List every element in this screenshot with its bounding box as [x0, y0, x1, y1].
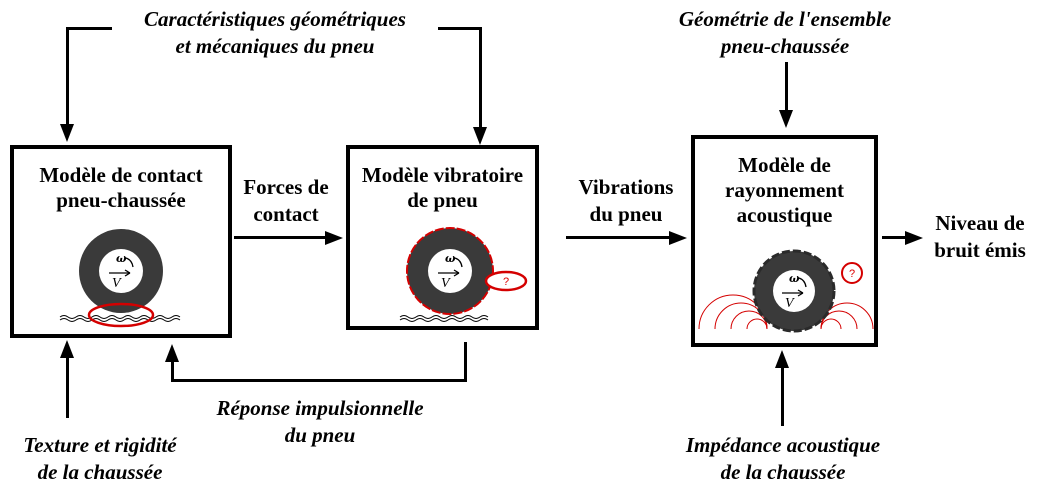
label-tire-vibrations-line1: Vibrations — [578, 175, 674, 199]
arrowhead-tire-vibrations — [669, 231, 687, 245]
arrowhead-to-contact-model — [60, 124, 74, 142]
arrowhead-texture — [60, 340, 74, 358]
velocity-symbol: V — [785, 296, 795, 311]
arrowhead-output — [905, 231, 923, 245]
title-contact-model: Modèle de contact pneu-chaussée — [14, 163, 228, 213]
label-tire-characteristics-line1: Caractéristiques géométriques — [144, 7, 406, 31]
label-tire-road-geometry-line2: pneu-chaussée — [720, 34, 850, 58]
box-vibration-model: Modèle vibratoire de pneu ω V ? — [346, 145, 539, 330]
arrowhead-feedback — [165, 344, 179, 362]
title-radiation-model-line1: Modèle de — [738, 153, 831, 177]
label-road-texture-line2: de la chaussée — [37, 460, 163, 484]
connector-top-left-vertical — [66, 27, 69, 127]
connector-top-left-horizontal — [66, 27, 112, 30]
tire-contact-illustration: ω V — [59, 229, 181, 328]
arrow-tire-vibrations-shaft — [566, 236, 670, 239]
label-contact-forces-line1: Forces de — [243, 175, 329, 199]
label-acoustic-impedance-line2: de la chaussée — [720, 460, 846, 484]
connector-top-right-vertical — [479, 27, 482, 130]
omega-symbol: ω — [116, 252, 127, 265]
tire-radiation-rim — [773, 270, 815, 312]
label-noise-level-line1: Niveau de — [935, 211, 1025, 235]
label-noise-level: Niveau de bruit émis — [924, 210, 1036, 264]
contact-zone-highlight — [87, 302, 155, 328]
omega-symbol: ω — [445, 252, 456, 265]
road-surface — [59, 315, 181, 319]
label-impulse-response-line2: du pneu — [284, 423, 356, 447]
title-vibration-model: Modèle vibratoire de pneu — [350, 163, 535, 213]
title-radiation-model-line2: rayonnement — [725, 178, 844, 202]
question-highlight — [484, 270, 528, 292]
rotation-arrow-icon — [454, 257, 463, 268]
title-vibration-model-line2: de pneu — [407, 188, 478, 212]
velocity-symbol: V — [112, 276, 122, 291]
label-contact-forces-line2: contact — [253, 202, 319, 226]
box-radiation-model: Modèle de rayonnement acoustique ω V ? — [691, 135, 878, 347]
road-surface — [399, 315, 489, 319]
label-acoustic-impedance-line1: Impédance acoustique — [685, 433, 881, 457]
tire-contact-rim — [99, 249, 143, 293]
connector-geometry-vertical — [785, 62, 788, 112]
connector-top-right-horizontal — [438, 27, 482, 30]
label-road-texture: Texture et rigidité de la chaussée — [0, 432, 200, 486]
rotation-arrow-icon — [798, 277, 807, 288]
label-impulse-response-line1: Réponse impulsionnelle — [216, 396, 424, 420]
title-contact-model-line1: Modèle de contact — [39, 163, 203, 187]
label-noise-level-line2: bruit émis — [934, 238, 1026, 262]
question-mark: ? — [503, 276, 509, 288]
title-contact-model-line2: pneu-chaussée — [56, 188, 186, 212]
question-highlight — [841, 262, 863, 284]
label-road-texture-line1: Texture et rigidité — [23, 433, 177, 457]
label-tire-characteristics: Caractéristiques géométriques et mécaniq… — [90, 6, 460, 60]
feedback-vertical-right — [464, 342, 467, 382]
label-tire-road-geometry-line1: Géométrie de l'ensemble — [678, 7, 892, 31]
omega-symbol: ω — [789, 272, 800, 285]
arrowhead-to-vibration-model — [473, 127, 487, 145]
label-impulse-response: Réponse impulsionnelle du pneu — [180, 395, 460, 449]
label-tire-characteristics-line2: et mécaniques du pneu — [175, 34, 375, 58]
title-radiation-model-line3: acoustique — [736, 203, 833, 227]
label-contact-forces: Forces de contact — [234, 174, 338, 228]
connector-impedance-vertical — [781, 366, 784, 426]
arrow-contact-forces-shaft — [234, 236, 326, 239]
feedback-horizontal — [171, 379, 467, 382]
box-contact-model: Modèle de contact pneu-chaussée ω V — [10, 145, 232, 338]
tire-vibration-rim — [428, 249, 472, 293]
rotation-arrow-icon — [125, 257, 134, 268]
tire-radiation-illustration: ω V ? — [698, 249, 874, 333]
title-radiation-model: Modèle de rayonnement acoustique — [695, 153, 874, 228]
arrowhead-impedance — [775, 350, 789, 368]
title-vibration-model-line1: Modèle vibratoire — [361, 163, 524, 187]
arrowhead-contact-forces — [325, 231, 343, 245]
label-acoustic-impedance: Impédance acoustique de la chaussée — [655, 432, 911, 486]
arrow-output-shaft — [882, 236, 906, 239]
feedback-vertical-left — [171, 360, 174, 382]
label-tire-road-geometry: Géométrie de l'ensemble pneu-chaussée — [650, 6, 920, 60]
label-tire-vibrations-line2: du pneu — [589, 202, 663, 226]
arrowhead-to-radiation-model — [779, 110, 793, 128]
label-tire-vibrations: Vibrations du pneu — [566, 174, 686, 228]
connector-texture-vertical — [66, 356, 69, 418]
question-mark: ? — [849, 268, 855, 280]
tire-vibration-illustration: ω V ? — [399, 227, 528, 322]
velocity-symbol: V — [441, 276, 451, 291]
